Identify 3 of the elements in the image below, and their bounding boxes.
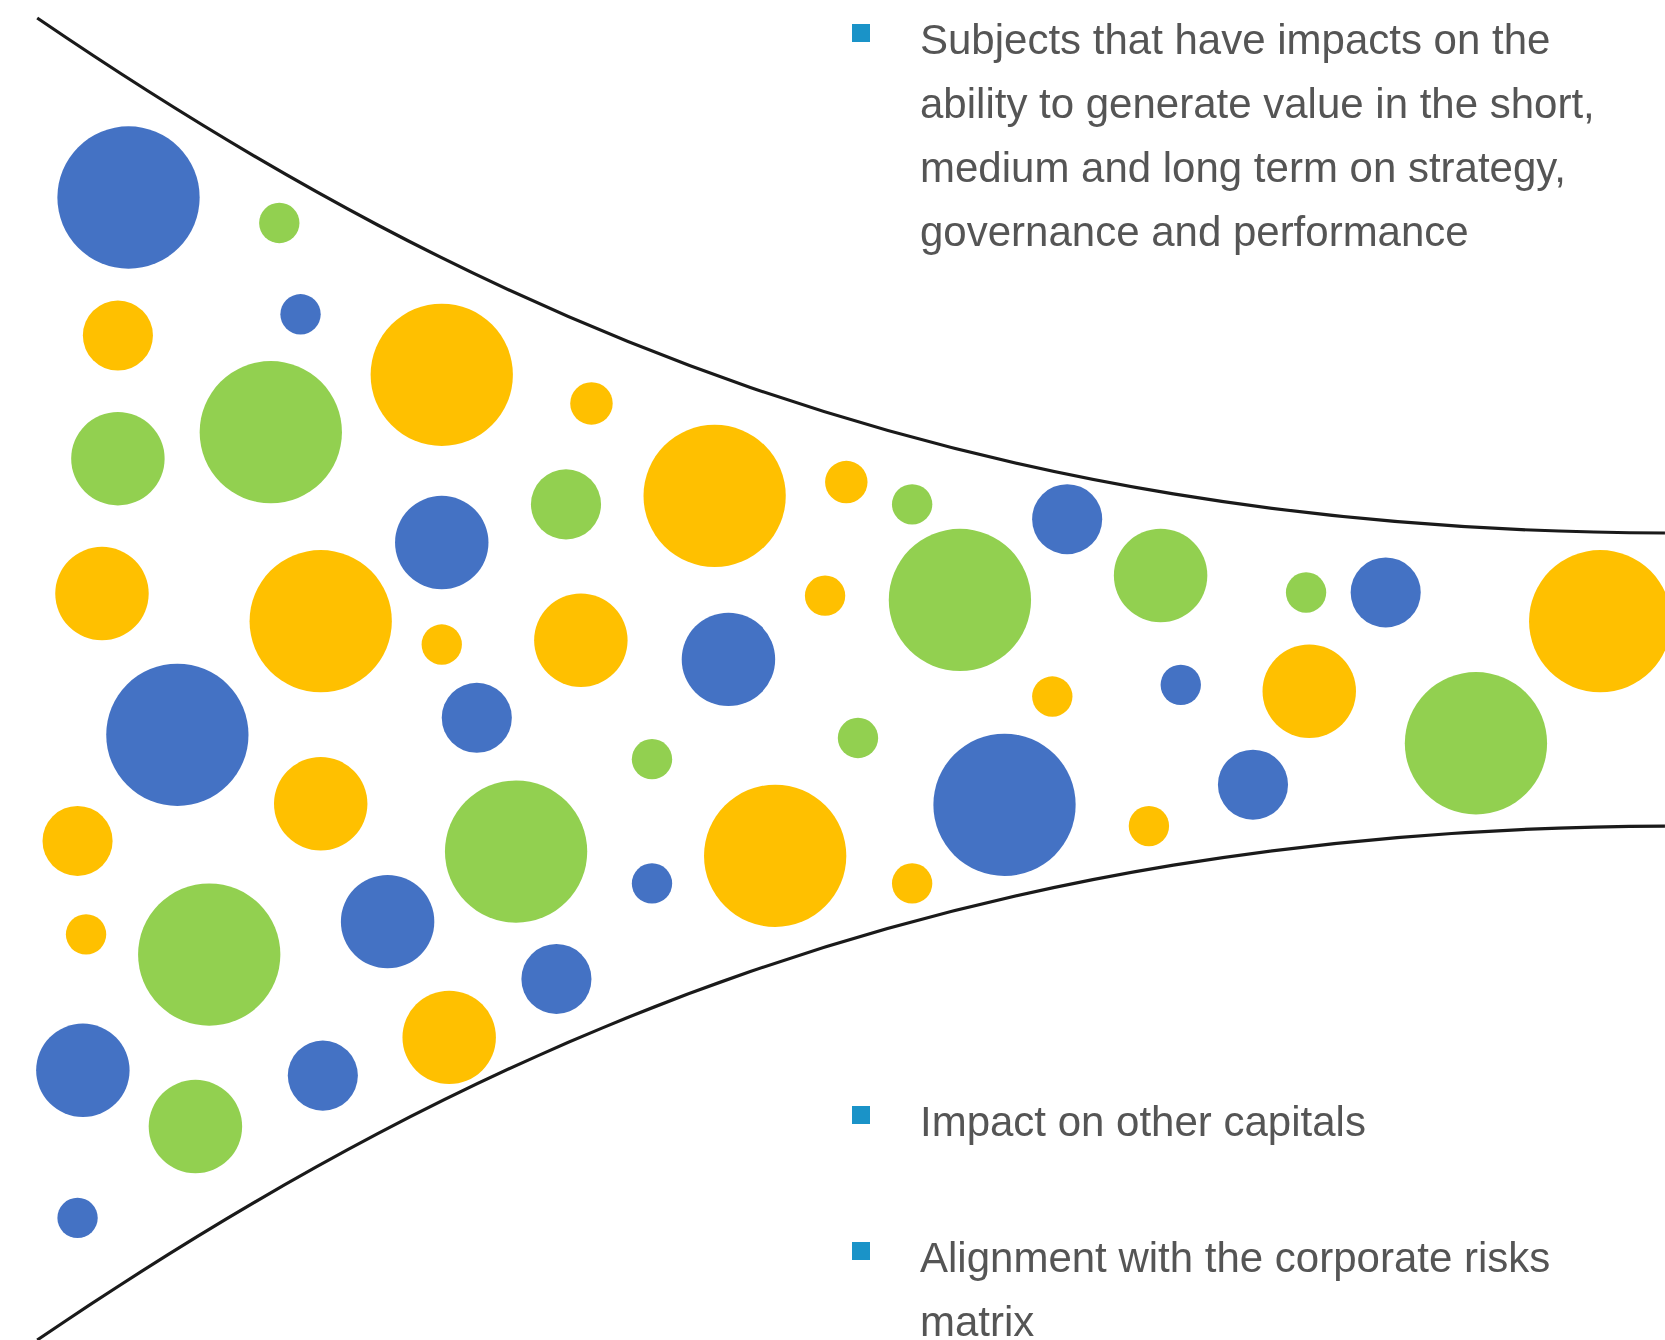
bullet-text: Subjects that have impacts on the ability to generate value in the short, medium and long term on strategy, governance and performance [920, 15, 1596, 257]
bullet-text: Impact on other capitals [920, 1097, 1367, 1147]
bullet-text: Alignment with the corporate risks matrix [920, 1233, 1552, 1340]
